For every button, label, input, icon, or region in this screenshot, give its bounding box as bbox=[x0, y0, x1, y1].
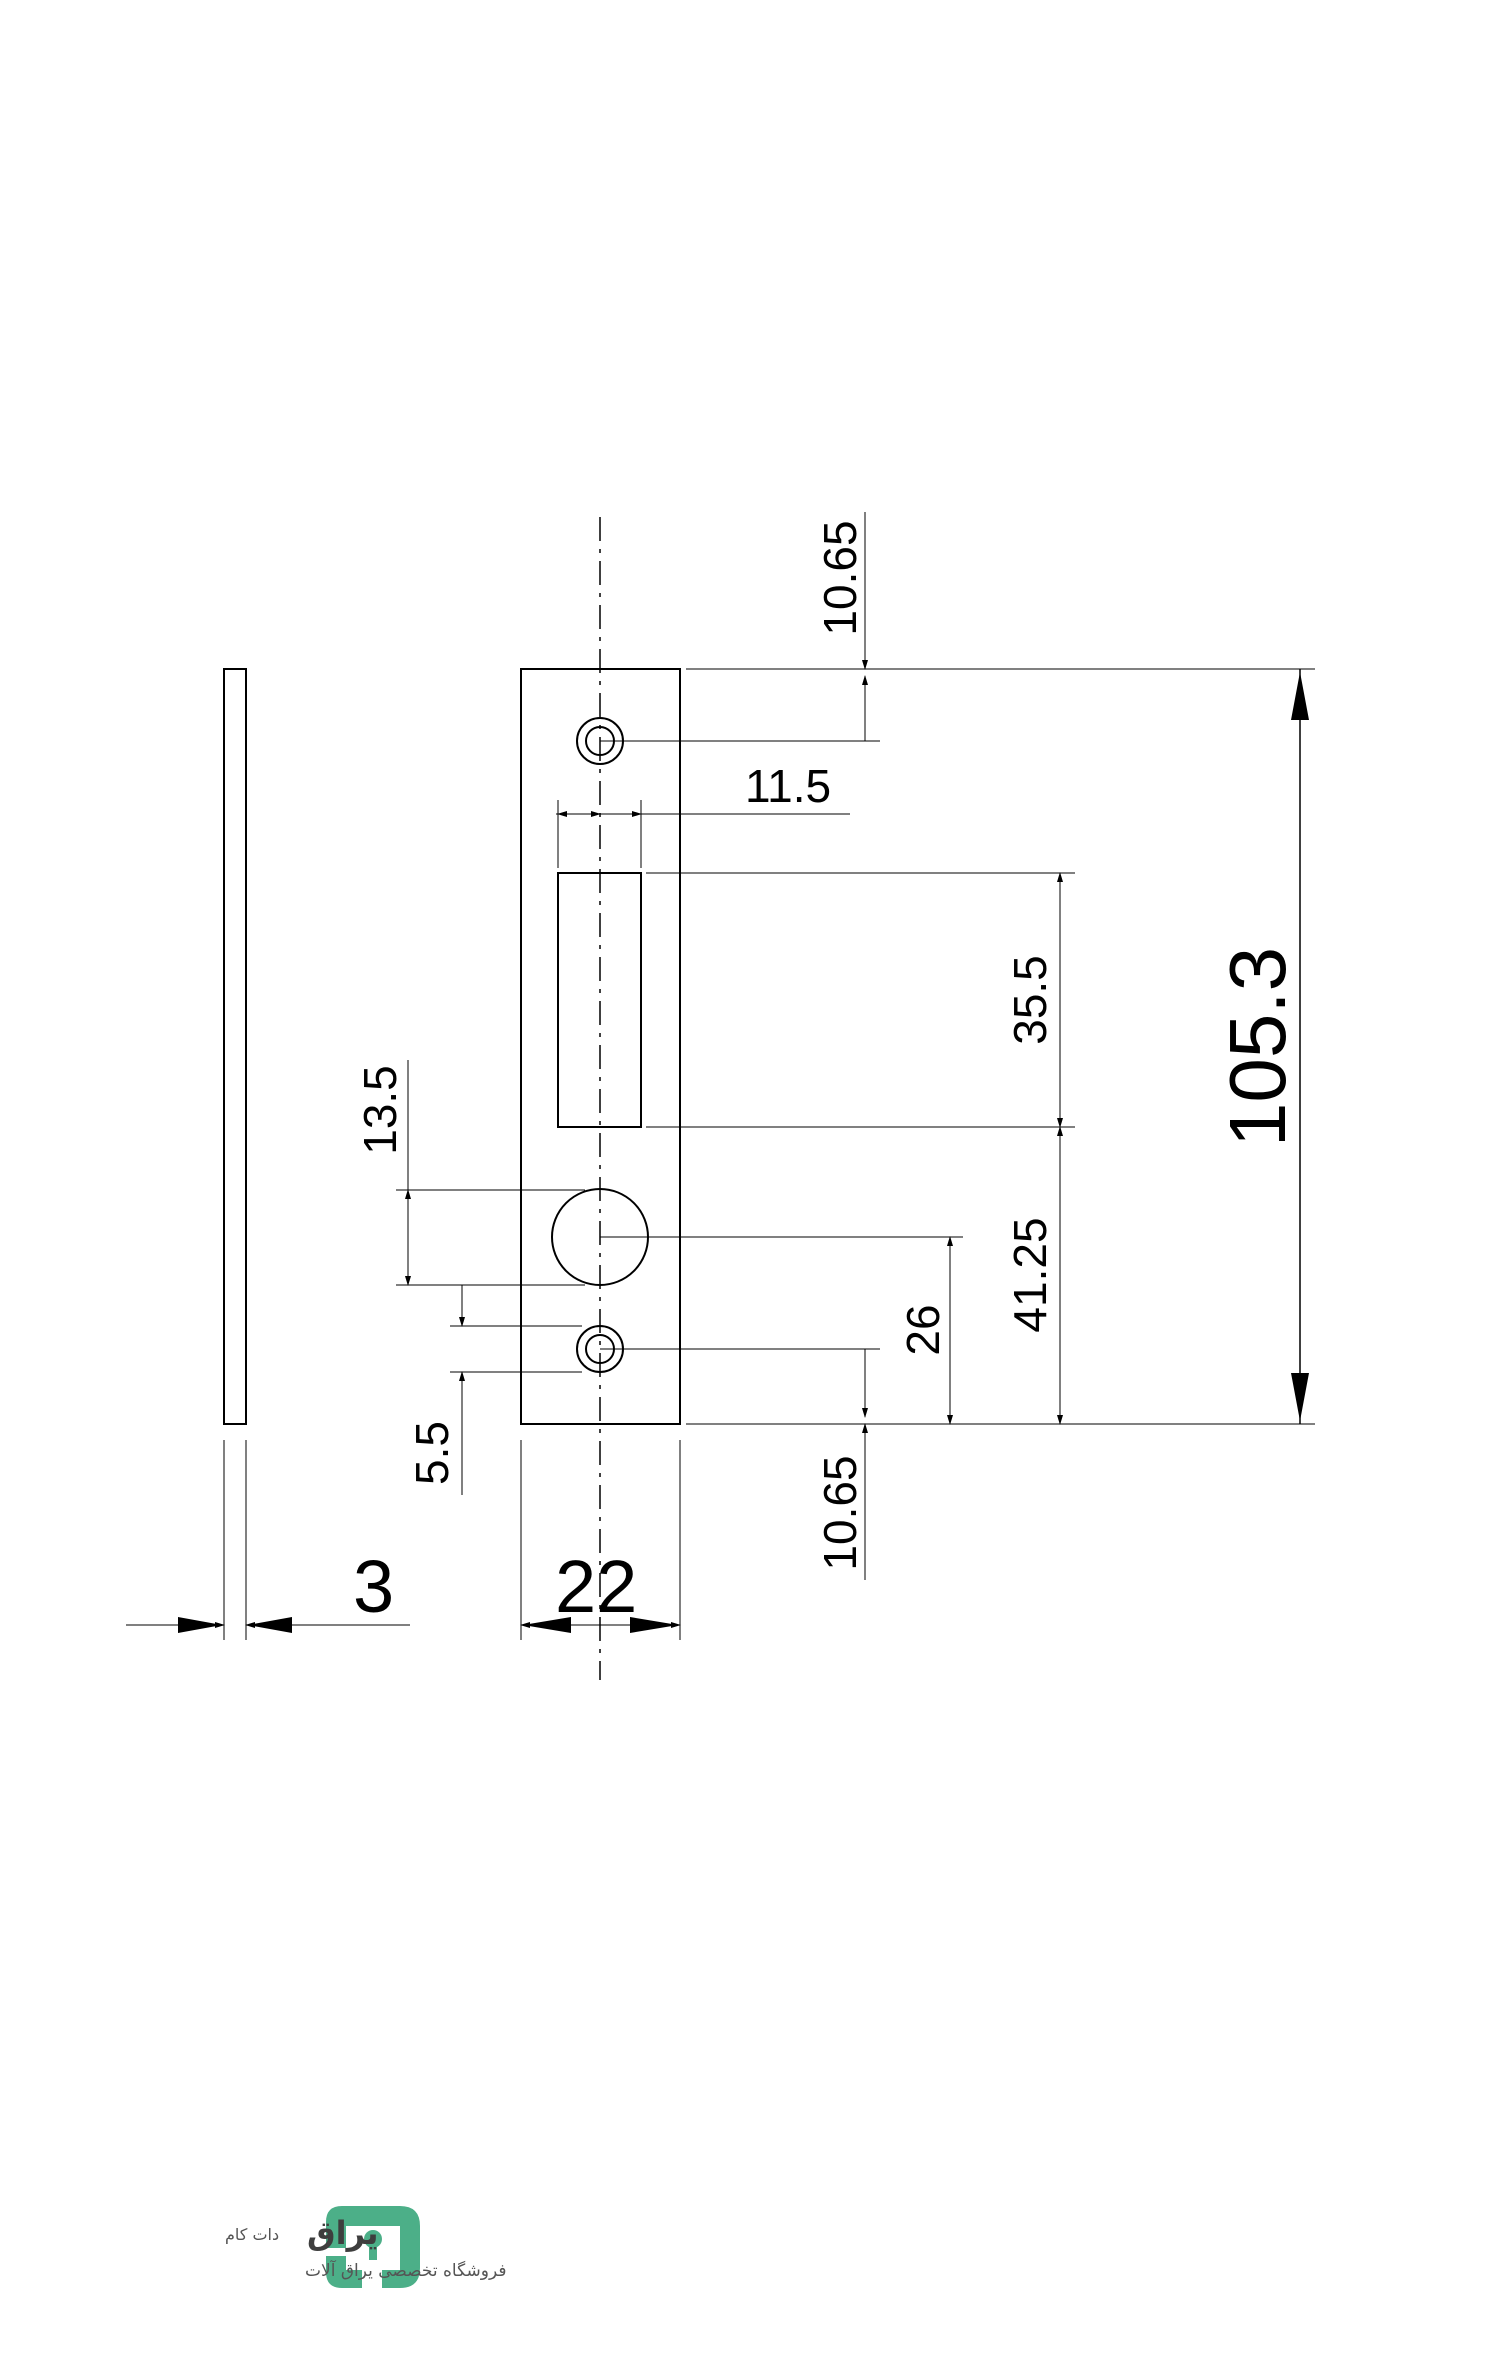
logo-mark-icon bbox=[326, 2206, 420, 2288]
logo-brand-text: یراق bbox=[307, 2214, 379, 2252]
dim-width: 22 bbox=[555, 1545, 637, 1628]
dim-slot-to-bottom: 41.25 bbox=[1004, 1217, 1056, 1332]
dim-slot-width: 11.5 bbox=[745, 760, 831, 812]
dimension-lines bbox=[126, 512, 1063, 1628]
dim-hole-to-bottom: 26 bbox=[897, 1304, 949, 1355]
dim-overall-height: 105.3 bbox=[1213, 947, 1302, 1147]
dim-slot-height: 35.5 bbox=[1004, 955, 1056, 1045]
side-view-plate bbox=[223, 668, 247, 1425]
brand-logo: یراق دات کام فروشگاه تخصصی یراق آلات bbox=[225, 2206, 506, 2288]
overall-height-dimension bbox=[1291, 669, 1309, 1424]
width-arrows bbox=[178, 1617, 678, 1633]
dim-bottom-offset: 10.65 bbox=[814, 1455, 866, 1570]
logo-suffix-text: دات کام bbox=[225, 2225, 279, 2244]
dim-screw-spacing: 5.5 bbox=[406, 1421, 458, 1485]
latch-slot bbox=[557, 872, 642, 1128]
dim-top-offset: 10.65 bbox=[814, 520, 866, 635]
dim-hole-diameter: 13.5 bbox=[354, 1065, 406, 1155]
dim-thickness: 3 bbox=[353, 1545, 394, 1628]
logo-tagline-text: فروشگاه تخصصی یراق آلات bbox=[305, 2259, 506, 2281]
